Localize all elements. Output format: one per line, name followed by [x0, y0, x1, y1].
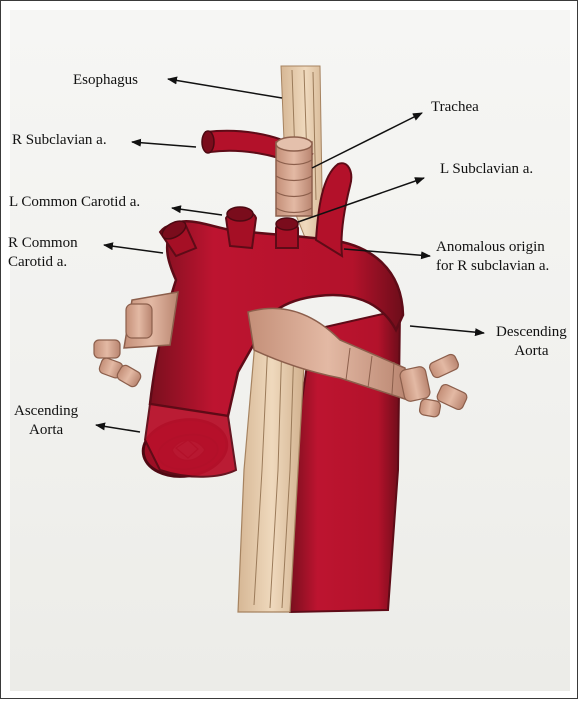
label-esophagus: Esophagus [73, 71, 138, 90]
arrow-descending-aorta [410, 326, 484, 333]
ascending-aorta-vessel [145, 404, 236, 477]
arrow-esophagus [168, 79, 282, 98]
label-ascending-aorta: Ascending Aorta [14, 402, 78, 440]
label-trachea: Trachea [431, 98, 479, 117]
arrow-trachea [312, 113, 422, 168]
arrow-r-subclavian [132, 142, 196, 147]
label-anomalous-origin: Anomalous origin for R subclavian a. [436, 238, 549, 276]
label-l-subclavian: L Subclavian a. [440, 160, 533, 179]
trachea [276, 137, 312, 216]
label-r-subclavian: R Subclavian a. [12, 131, 107, 150]
label-l-common-carotid: L Common Carotid a. [9, 193, 140, 212]
arrow-l-common-carotid [172, 208, 222, 215]
arrow-r-common-carotid [104, 245, 163, 253]
label-r-common-carotid: R Common Carotid a. [8, 234, 78, 272]
arrow-ascending-aorta [96, 425, 140, 432]
left-common-carotid-vessel [226, 207, 256, 248]
left-subclavian-vessel [276, 218, 298, 248]
label-descending-aorta: Descending Aorta [496, 323, 567, 361]
